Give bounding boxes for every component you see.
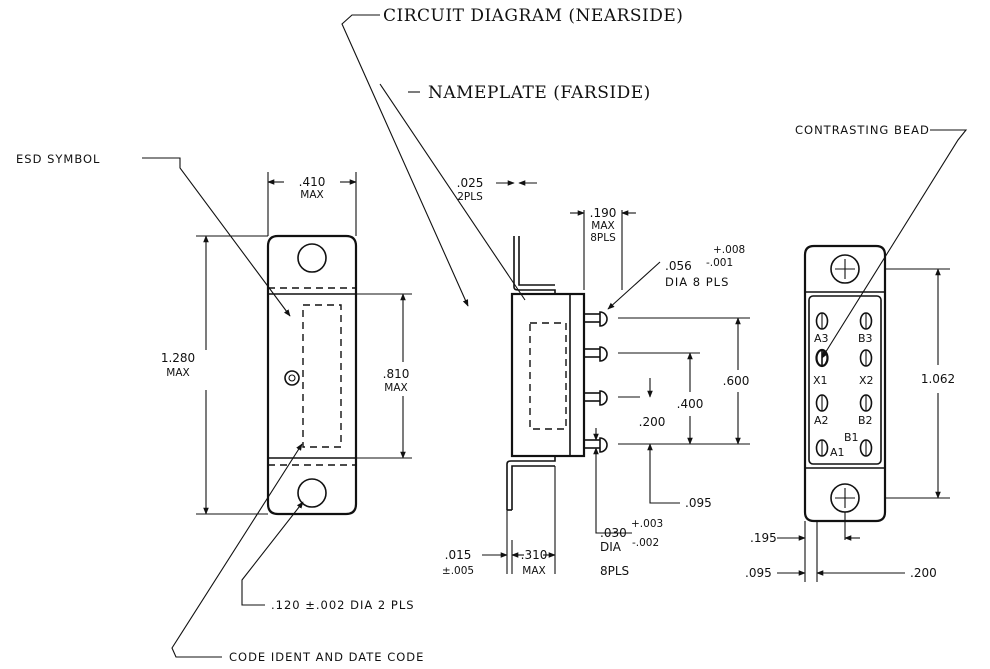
pin-label-a2: A2 (814, 414, 829, 427)
front-window-note: MAX (384, 382, 407, 394)
lead-dia-tol-minus: -.002 (632, 537, 659, 549)
pin-a2 (815, 394, 829, 412)
terminal-dia-tol-minus: -.001 (706, 257, 733, 269)
terminal-dia-value: .056 (665, 259, 692, 273)
pin-b1 (859, 439, 873, 457)
terminal-length-note-pls: 8PLS (590, 232, 616, 244)
body-depth-note: MAX (522, 565, 545, 577)
bottom-flange (506, 456, 556, 510)
front-window-value: .810 (383, 367, 410, 381)
mounting-hole-bottom (297, 478, 327, 508)
pitch-200-value: .200 (639, 415, 666, 429)
terminal-2 (584, 346, 608, 362)
circuit-diagram-label: CIRCUIT DIAGRAM (NEARSIDE) (383, 6, 683, 26)
pin-label-a1: A1 (830, 446, 845, 459)
terminal-dia-tol-plus: +.008 (713, 244, 745, 256)
dim-200-value: .200 (910, 566, 937, 580)
code-ident-label: CODE IDENT AND DATE CODE (229, 650, 424, 664)
dim-095-value: .095 (745, 566, 772, 580)
front-width-value: .410 (299, 175, 326, 189)
pin-x2 (859, 349, 873, 367)
contrasting-bead-label: CONTRASTING BEAD (795, 123, 930, 137)
lead-dia-value: .030 (600, 526, 627, 540)
pin-b3 (859, 312, 873, 330)
front-view: .410 MAX 1.280 MAX .810 MAX .120 ±.002 D… (161, 172, 424, 664)
esd-symbol-label: ESD SYMBOL (16, 152, 100, 166)
header-plate (808, 295, 882, 465)
lead-count-note: 8PLS (600, 564, 629, 578)
esd-symbol-mark (284, 370, 300, 386)
top-flange (513, 236, 556, 294)
pin-label-b2: B2 (858, 414, 873, 427)
callout-esd-symbol: ESD SYMBOL (16, 152, 291, 317)
pin-label-b1: B1 (844, 431, 859, 444)
mounting-hole-top (297, 243, 327, 273)
relay-body (510, 292, 586, 458)
pin-label-x2: X2 (859, 374, 874, 387)
terminal-dia-note: DIA 8 PLS (665, 275, 729, 289)
pitch-600-value: .600 (723, 374, 750, 388)
base-thickness-value: .015 (445, 548, 472, 562)
base-thickness-tolerance: ±.005 (442, 565, 474, 577)
hole-spacing-value: 1.062 (921, 372, 955, 386)
end-view-body (803, 244, 887, 523)
lead-dia-tol-plus: +.003 (631, 518, 663, 530)
offset-value: .095 (685, 496, 712, 510)
front-height-value: 1.280 (161, 351, 195, 365)
front-view-body (266, 234, 358, 516)
pin-a3 (815, 312, 829, 330)
lead-dia-note: DIA (600, 540, 622, 554)
body-depth-value: .310 (521, 548, 548, 562)
terminal-3 (584, 390, 608, 406)
terminal-1 (584, 311, 608, 327)
end-view: A3 B3 X1 X2 A2 B2 B1 A1 1.062 .195 .095 … (745, 244, 955, 582)
circuit-diagram-outline (529, 322, 567, 430)
front-width-note: MAX (300, 189, 323, 201)
pitch-400-value: .400 (677, 397, 704, 411)
flange-thickness-value: .025 (457, 176, 484, 190)
pin-a1 (815, 439, 829, 457)
callout-circuit-diagram: CIRCUIT DIAGRAM (NEARSIDE) (341, 6, 683, 307)
nameplate-outline (302, 304, 342, 448)
nameplate-label: NAMEPLATE (FARSIDE) (428, 83, 651, 103)
flange-thickness-note: 2PLS (457, 191, 483, 203)
terminal-length-value: .190 (590, 206, 617, 220)
side-view: .025 2PLS .190 MAX 8PLS .056 +.008 -.001… (442, 176, 750, 578)
hole-dia-callout: .120 ±.002 DIA 2 PLS (271, 598, 415, 612)
callout-nameplate: NAMEPLATE (FARSIDE) (379, 83, 651, 301)
end-hole-top (830, 254, 860, 284)
pin-x1-contrasting-bead (815, 348, 829, 368)
front-height-note: MAX (166, 367, 189, 379)
pin-label-x1: X1 (813, 374, 828, 387)
pin-label-a3: A3 (814, 332, 829, 345)
pin-label-b3: B3 (858, 332, 873, 345)
dim-195-value: .195 (750, 531, 777, 545)
terminal-length-note-max: MAX (591, 220, 614, 232)
callout-contrasting-bead: CONTRASTING BEAD (795, 123, 968, 359)
pin-b2 (859, 394, 873, 412)
